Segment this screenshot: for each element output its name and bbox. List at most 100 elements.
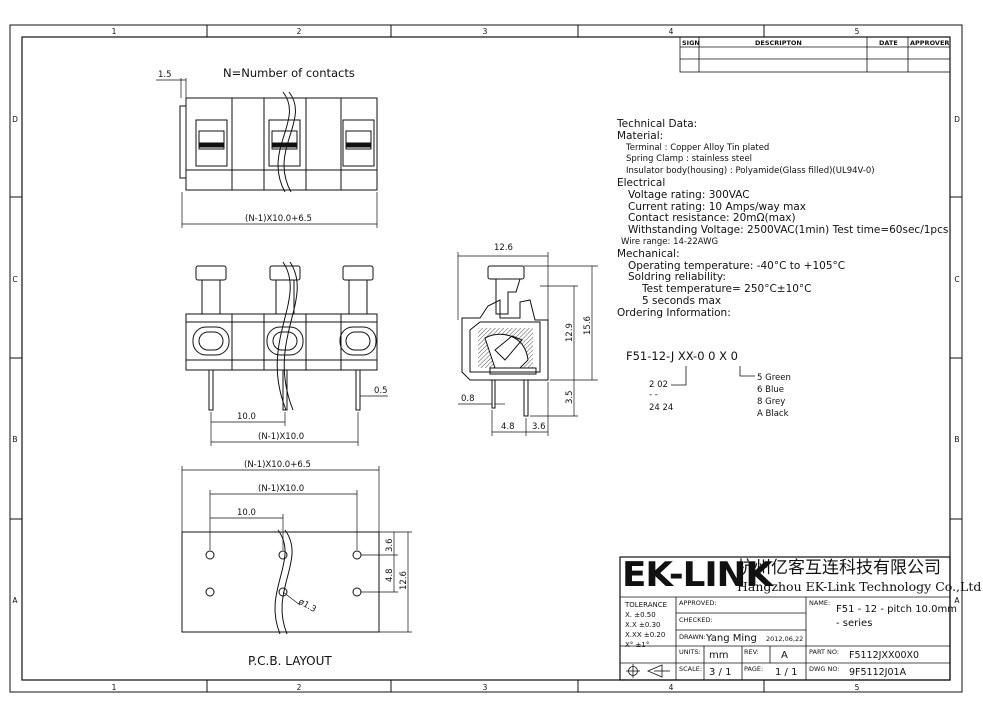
drawing-frame (9, 24, 963, 693)
scale-label: SCALE: (679, 665, 703, 673)
pcb-height: 12.6 (399, 571, 409, 590)
tech-line: Current rating: 10 Amps/way max (628, 200, 806, 213)
drawn-date: 2012,06,22 (766, 635, 804, 643)
top-pitch-dim: 1.5 (158, 70, 172, 80)
rev-value: A (781, 650, 788, 661)
side-pin-thickness: 0.8 (461, 394, 475, 404)
ordering-left-1: 2 02 (649, 380, 668, 390)
name-line-2: - series (836, 618, 873, 629)
tolerance-2: X.X ±0.30 (625, 621, 661, 629)
rev-header-approver: APPROVER (910, 39, 949, 47)
tech-line: Wire range: 14-22AWG (621, 236, 719, 247)
rev-header-sign: SIGN (682, 39, 700, 47)
side-pin-length: 3.5 (565, 390, 575, 404)
side-height-body: 12.9 (565, 323, 575, 342)
col-label: 3 (483, 27, 488, 36)
col-label: 1 (112, 683, 117, 692)
row-label: B (954, 435, 959, 444)
side-offset-a: 4.8 (501, 422, 515, 432)
tech-line: Material: (617, 129, 664, 142)
col-label: 4 (669, 683, 674, 692)
pcb-overall-dim: (N-1)X10.0+6.5 (244, 460, 311, 470)
pcb-layout (181, 466, 412, 635)
dwg-label: DWG NO: (809, 665, 840, 673)
ordering-color: 5 Green (757, 373, 791, 383)
part-number: F5112JXX00X0 (849, 650, 920, 661)
front-span-dim: (N-1)X10.0 (258, 432, 304, 442)
part-label: PART NO: (809, 648, 840, 656)
company-name-en: Hangzhou EK-Link Technology Co.,Ltd (737, 579, 982, 594)
tech-line: Terminal : Copper Alloy Tin plated (626, 142, 770, 153)
col-label: 1 (112, 27, 117, 36)
col-label: 2 (297, 27, 302, 36)
row-label: A (12, 596, 18, 605)
front-pin-dim: 0.5 (374, 386, 388, 396)
tech-line: Electrical (617, 176, 666, 189)
tech-line: Test temperature= 250°C±10°C (642, 283, 812, 296)
approved-label: APPROVED: (679, 599, 717, 607)
side-height-total: 15.6 (583, 316, 593, 335)
col-label: 5 (855, 683, 860, 692)
pcb-hole: ø1.3 (297, 597, 318, 615)
side-view (457, 252, 598, 436)
revision-table (679, 36, 951, 73)
ordering-left-3: 24 24 (649, 403, 674, 413)
ordering-color: 6 Blue (757, 385, 784, 395)
rev-header-desc: DESCRIPTON (755, 39, 802, 47)
row-label: D (12, 115, 18, 124)
side-width-dim: 12.6 (494, 243, 513, 253)
front-view (185, 261, 388, 446)
col-label: 4 (669, 27, 674, 36)
page-value: 1 / 1 (775, 667, 798, 678)
col-label: 2 (297, 683, 302, 692)
row-label: D (954, 115, 960, 124)
checked-label: CHECKED: (679, 616, 713, 624)
tech-line: Voltage rating: 300VAC (628, 188, 750, 201)
name-line-1: F51 - 12 - pitch 10.0mm (836, 604, 957, 615)
tolerance-label: TOLERANCE (625, 601, 668, 609)
pcb-row-gap: 4.8 (385, 568, 395, 582)
pcb-pitch: 10.0 (237, 508, 256, 518)
tech-line: Withstanding Voltage: 2500VAC(1min) Test… (628, 224, 949, 237)
page-label: PAGE: (744, 665, 764, 673)
tech-line: 5 seconds max (642, 294, 722, 307)
row-label: B (12, 435, 17, 444)
tech-line: Ordering Information: (617, 306, 731, 319)
title-block (619, 556, 951, 681)
company-name-cn: 杭州亿客互连科技有限公司 (737, 558, 941, 578)
grid-labels: 1 2 3 4 5 1 2 3 4 5 D C B A D C B A (12, 27, 960, 692)
row-label: C (954, 275, 959, 284)
top-view (156, 78, 378, 228)
company-logo: EK-LINK (622, 555, 773, 595)
top-width-dim: (N-1)X10.0+6.5 (245, 214, 312, 224)
rev-header-date: DATE (879, 39, 898, 47)
front-pitch-dim: 10.0 (237, 412, 256, 422)
ordering-left-2: - - (649, 390, 658, 400)
pcb-row-dim: 3.6 (385, 538, 395, 552)
ordering-code: F51-12-J XX-0 0 X 0 (626, 349, 738, 363)
tech-line: Soldring reliability: (628, 271, 726, 284)
drawn-by: Yang Ming (706, 633, 757, 644)
tolerance-1: X. ±0.50 (625, 611, 656, 619)
name-label: NAME: (809, 599, 831, 607)
technical-data: Technical Data: Material: Terminal : Cop… (617, 118, 949, 320)
tech-line: Insulator body(housing) : Polyamide(Glas… (626, 166, 875, 177)
ordering-leaders (671, 366, 755, 386)
drawn-label: DRAWN: (679, 633, 706, 641)
row-label: A (954, 596, 960, 605)
row-label: C (12, 275, 17, 284)
col-label: 3 (483, 683, 488, 692)
rev-label: REV: (744, 648, 759, 656)
ordering-color: A Black (757, 409, 789, 419)
pcb-title: P.C.B. LAYOUT (248, 654, 332, 668)
scale-value: 3 / 1 (709, 667, 732, 678)
tech-line: Contact resistance: 20mΩ(max) (628, 212, 796, 225)
pcb-span-dim: (N-1)X10.0 (258, 484, 304, 494)
tech-line: Mechanical: (617, 247, 680, 260)
top-note: N=Number of contacts (223, 66, 355, 80)
dwg-number: 9F5112J01A (849, 667, 907, 678)
tolerance-4: X° ±1° (625, 641, 650, 649)
tech-line: Operating temperature: -40°C to +105°C (628, 259, 846, 272)
side-offset-b: 3.6 (532, 422, 546, 432)
